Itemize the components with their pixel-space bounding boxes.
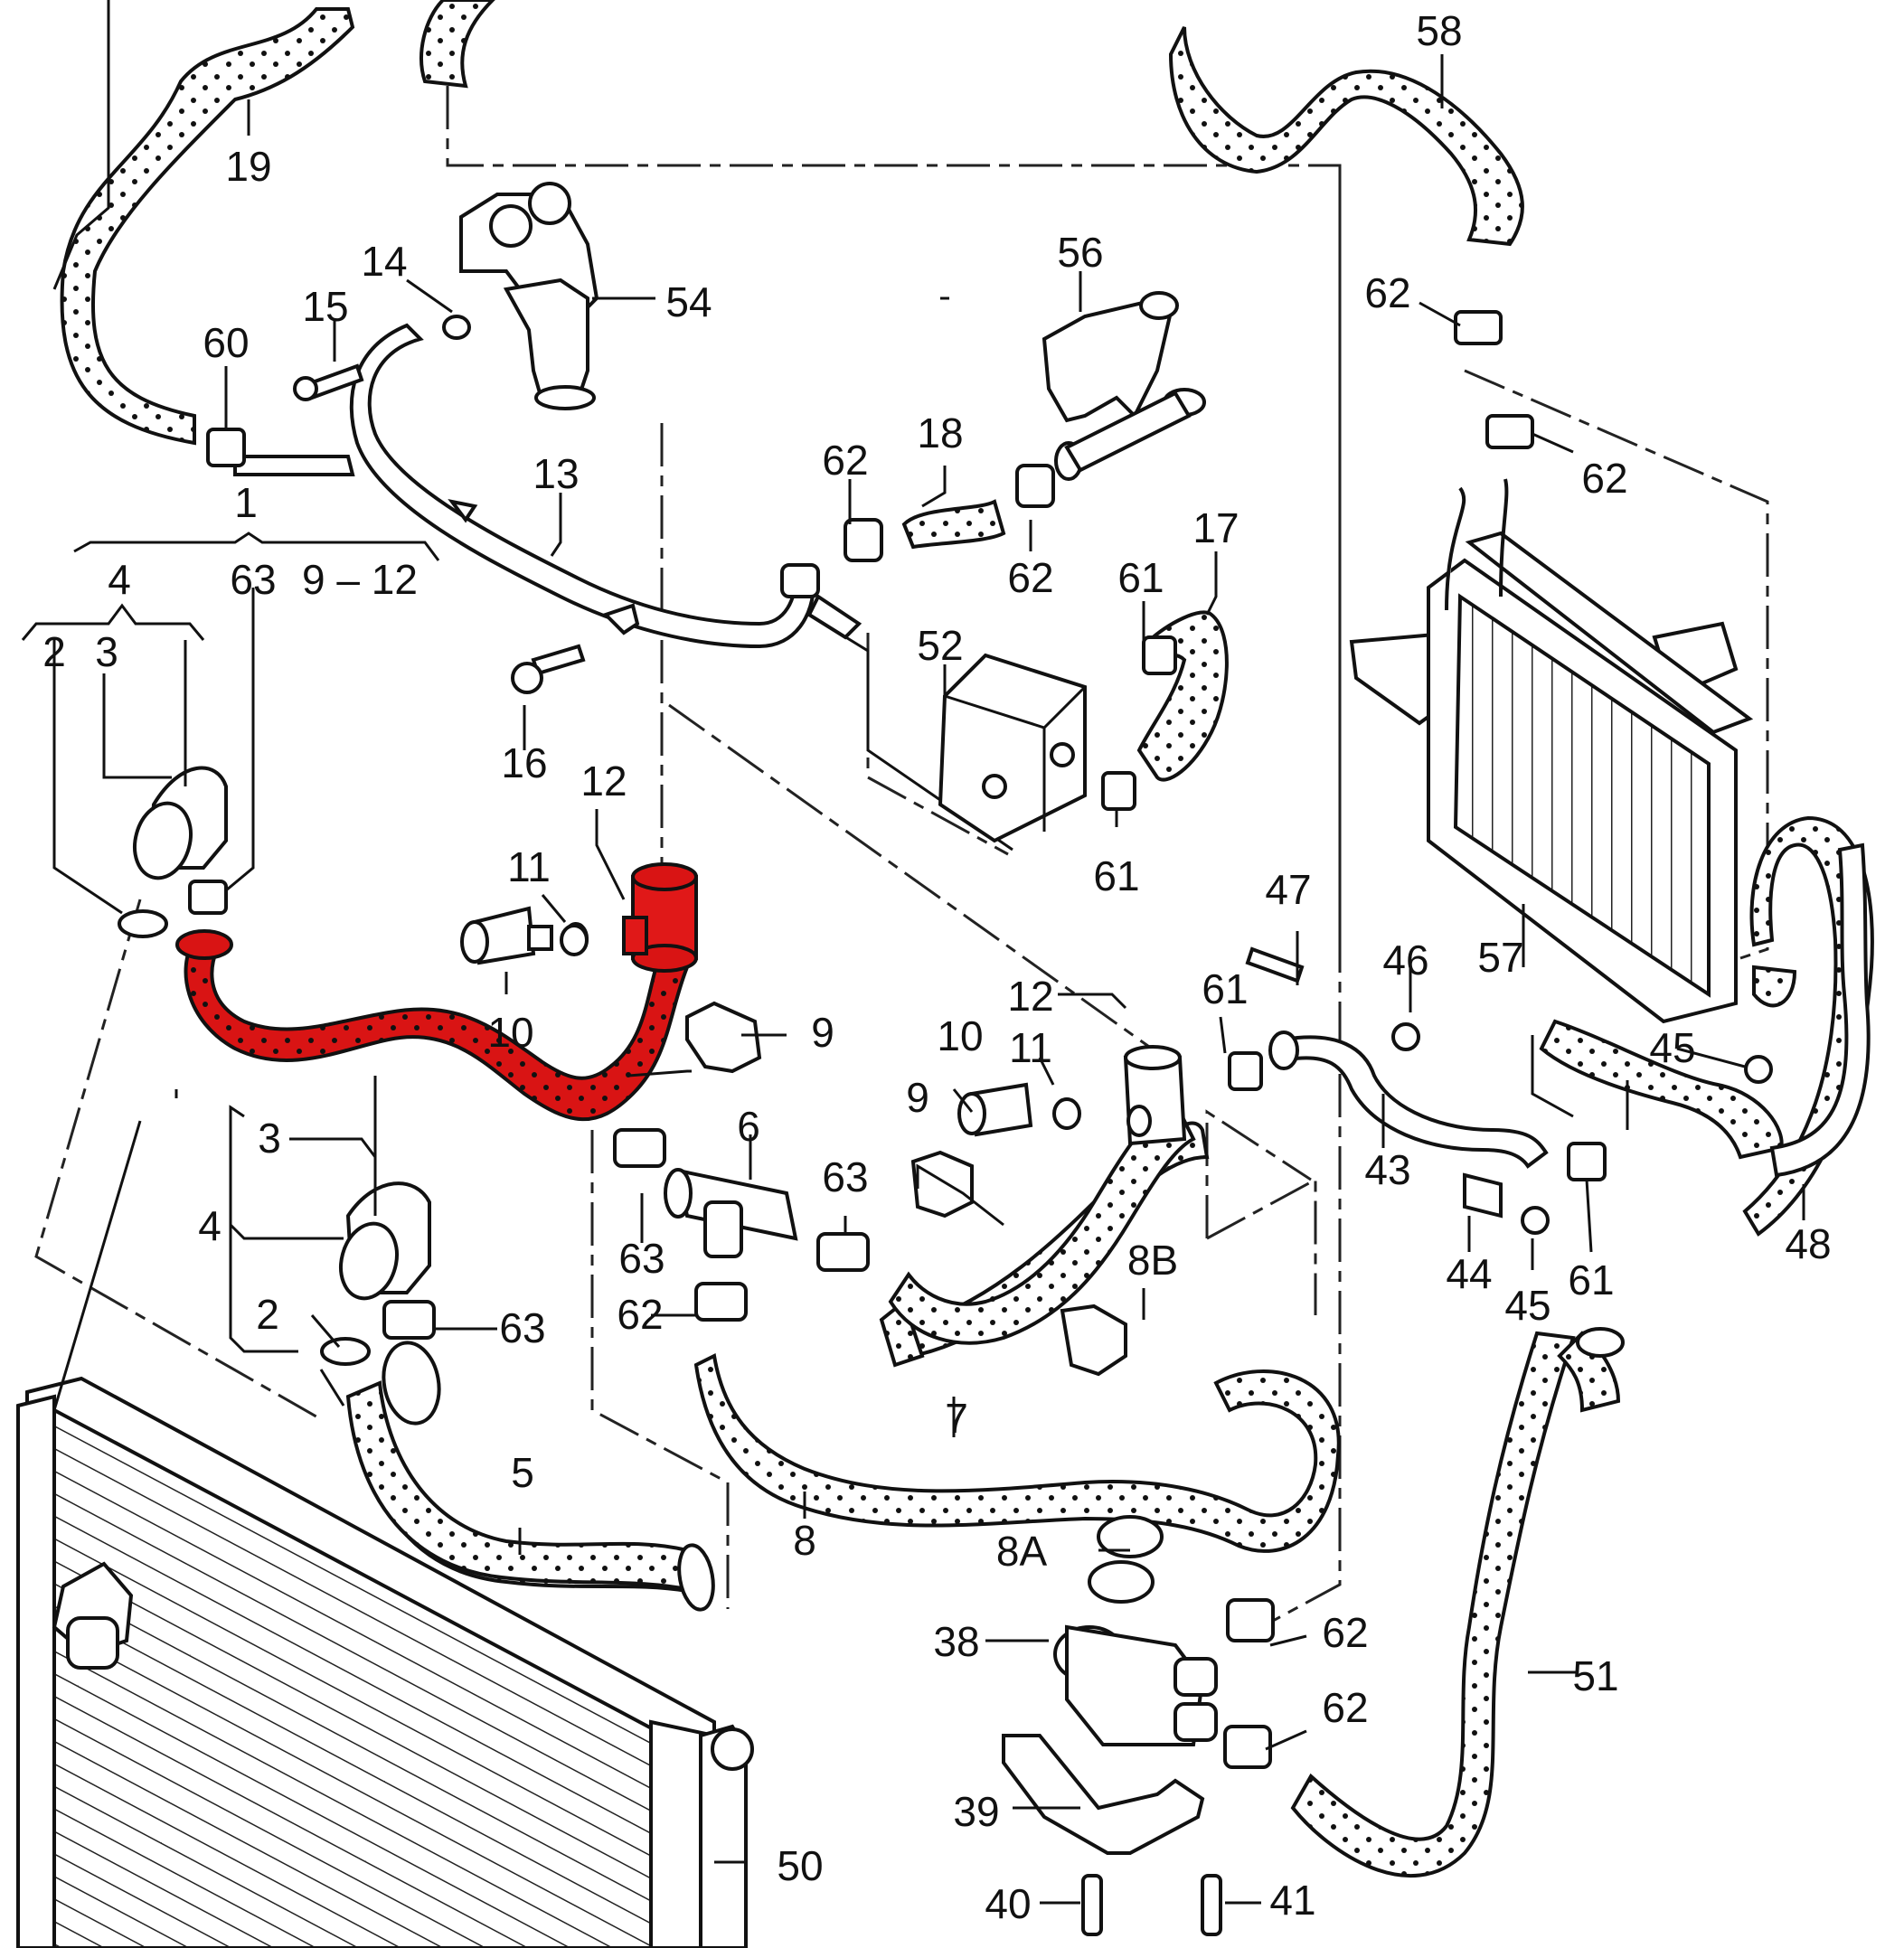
callout-13: 13 [533, 450, 579, 497]
callout-62e: 62 [1581, 455, 1627, 502]
callout-47: 47 [1265, 866, 1311, 913]
callout-9b: 9 [906, 1074, 929, 1121]
callout-8: 8 [793, 1517, 816, 1564]
callout-2: 2 [42, 628, 66, 675]
callout-62a: 62 [617, 1291, 663, 1338]
callout-62f: 62 [1322, 1609, 1368, 1656]
callout-41: 41 [1269, 1877, 1315, 1924]
callout-1: 1 [234, 479, 258, 526]
callout-62d: 62 [1364, 269, 1410, 316]
hose-clamps [188, 310, 1607, 1769]
elbow-connector-4b [339, 1181, 431, 1301]
callout-labels: 1 4 63 9 – 12 2 3 19 14 15 60 54 13 16 1… [42, 7, 1831, 1927]
callout-3: 3 [95, 628, 118, 675]
callout-4: 4 [108, 556, 131, 603]
callout-61c: 61 [1202, 965, 1248, 1012]
callout-63d: 63 [822, 1153, 868, 1200]
callout-45a: 45 [1504, 1282, 1551, 1329]
callout-63c: 63 [618, 1235, 665, 1282]
callout-54: 54 [665, 278, 712, 325]
callout-38: 38 [933, 1618, 979, 1665]
callout-61d: 61 [1568, 1256, 1614, 1303]
callout-8b: 8B [1127, 1237, 1178, 1284]
callout-62b: 62 [822, 437, 868, 484]
auxiliary-radiator [1349, 478, 1754, 1024]
oil-cooler-52 [938, 653, 1087, 843]
callout-9-12: 9 – 12 [302, 556, 418, 603]
thermostat-housing [459, 182, 599, 410]
coolant-flange-56 [1042, 291, 1206, 481]
radiator [16, 1376, 754, 1948]
callout-4b: 4 [198, 1202, 222, 1249]
callout-17: 17 [1192, 504, 1239, 551]
bracket-39 [1002, 1734, 1205, 1855]
callout-63: 63 [230, 556, 276, 603]
callout-61b: 61 [1093, 852, 1139, 899]
callout-62c: 62 [1007, 554, 1053, 601]
callout-11a: 11 [507, 843, 551, 890]
coolant-pump-38 [1053, 1624, 1218, 1746]
callout-3b: 3 [258, 1115, 281, 1162]
callout-10a: 10 [487, 1009, 533, 1056]
elbow-connector-4a [133, 766, 228, 880]
callout-50: 50 [777, 1842, 823, 1889]
hose-5 [345, 1341, 715, 1612]
callout-61a: 61 [1117, 554, 1164, 601]
callout-60: 60 [203, 319, 249, 366]
callout-57: 57 [1477, 934, 1523, 981]
callout-51: 51 [1572, 1652, 1618, 1699]
callout-12a: 12 [580, 758, 627, 805]
connector-6 [664, 1168, 798, 1258]
leader-lines [21, 0, 1805, 1905]
callout-5: 5 [511, 1449, 534, 1496]
o-rings [118, 315, 1081, 1366]
callout-62g: 62 [1322, 1684, 1368, 1731]
hose-holders [685, 1001, 1164, 1604]
callout-48: 48 [1785, 1220, 1831, 1267]
callout-43: 43 [1364, 1146, 1410, 1193]
callout-2b: 2 [256, 1291, 279, 1338]
callout-15: 15 [302, 283, 348, 330]
t-fitting-11 [1123, 1045, 1187, 1146]
callout-6: 6 [737, 1103, 760, 1150]
callout-12b: 12 [1007, 973, 1053, 1020]
callout-11b: 11 [1009, 1024, 1052, 1071]
callout-46: 46 [1382, 936, 1428, 983]
coolant-pipe-43 [1268, 1030, 1549, 1169]
callout-56: 56 [1057, 229, 1103, 276]
callout-63b: 63 [499, 1304, 545, 1351]
callout-58: 58 [1416, 7, 1462, 54]
callout-8a: 8A [996, 1528, 1048, 1575]
callout-9a: 9 [811, 1009, 834, 1056]
coolant-pipe-13 [233, 323, 1013, 852]
callout-52: 52 [917, 622, 963, 669]
callout-39: 39 [953, 1788, 999, 1835]
callout-19: 19 [225, 143, 271, 190]
callout-45b: 45 [1649, 1024, 1695, 1071]
radiator-cap [52, 1561, 134, 1670]
callout-16: 16 [501, 739, 547, 786]
callout-40: 40 [985, 1880, 1031, 1927]
coolant-pipe-48 [1769, 842, 1871, 1178]
hose-51 [1576, 1327, 1625, 1358]
callout-44: 44 [1446, 1250, 1492, 1297]
callout-10b: 10 [937, 1012, 983, 1059]
callout-14: 14 [361, 238, 407, 285]
highlighted-hose [175, 862, 698, 1122]
callout-7: 7 [945, 1395, 968, 1442]
bolts [1081, 1874, 1222, 1936]
callout-18: 18 [917, 409, 963, 456]
